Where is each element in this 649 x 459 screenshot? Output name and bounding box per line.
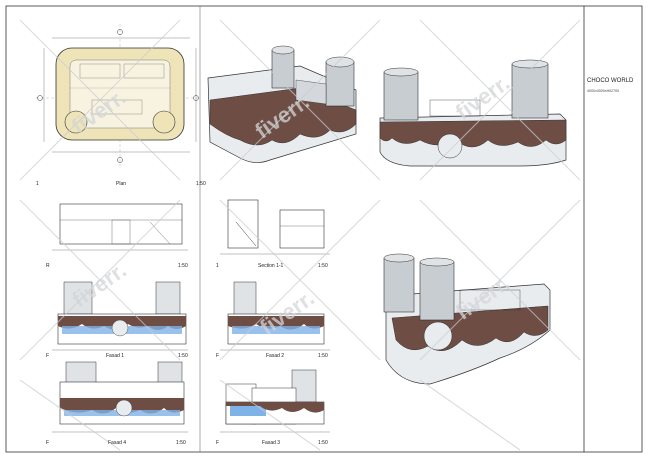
fasad-1-drawing <box>52 281 188 351</box>
perspective-view-3 <box>383 253 551 385</box>
fasad4-scale: 1:50 <box>176 440 186 446</box>
section-marker-bottom <box>117 157 123 163</box>
cylinder-2b <box>511 63 549 119</box>
title-block <box>584 6 642 452</box>
front-medallion <box>437 133 463 159</box>
fasad4-index: F <box>46 440 50 446</box>
section-marker-right <box>193 95 199 101</box>
fasad1-scale: 1:50 <box>178 353 188 359</box>
fasad-3-drawing <box>220 369 330 433</box>
plan-cylinder-left <box>64 110 88 134</box>
section-marker-left <box>37 95 43 101</box>
section-index: 1 <box>216 263 219 269</box>
fasad3-title: Fasad 3 <box>262 440 281 446</box>
fasad2-index: F <box>216 353 220 359</box>
fasad4-title: Fasad 4 <box>108 440 127 446</box>
view-r-scale: 1:50 <box>178 263 188 269</box>
project-dimensions: 4000x3000xH02700 <box>587 89 620 93</box>
cylinder-3a <box>383 257 415 313</box>
watermark-text-4: fiverr. <box>67 257 130 312</box>
fasad2-scale: 1:50 <box>318 353 328 359</box>
fasad3-scale: 1:50 <box>318 440 328 446</box>
watermark-layer <box>19 19 581 451</box>
fasad2-title: Fasad 2 <box>266 353 285 359</box>
cylinder-3b <box>419 261 455 321</box>
plan-inner-area <box>69 59 171 129</box>
plan-view <box>36 24 200 168</box>
plan-title: Plan <box>116 181 127 187</box>
cylinder-2a <box>383 71 419 121</box>
plan-index: 1 <box>36 181 39 187</box>
fasad-4-drawing <box>52 361 188 433</box>
section-1-1 <box>220 199 330 255</box>
sheet-frame <box>5 5 643 453</box>
fasad-2-drawing <box>220 281 330 351</box>
cylinder-1b <box>325 61 355 107</box>
elevation-r <box>52 203 188 251</box>
plan-cylinder-right <box>152 110 176 134</box>
plan-scale: 1:50 <box>196 181 206 187</box>
section-scale: 1:50 <box>318 263 328 269</box>
perspective-view-1 <box>207 45 357 163</box>
project-title: CHOCO WORLD <box>587 78 634 84</box>
fasad1-index: F <box>46 353 50 359</box>
section-marker-top <box>117 29 123 35</box>
fasad3-index: F <box>216 440 220 446</box>
perspective-view-2 <box>379 59 567 167</box>
view-r-index: R <box>46 263 50 269</box>
section-title: Section 1-1 <box>258 263 284 269</box>
fasad1-title: Fasad 1 <box>106 353 125 359</box>
